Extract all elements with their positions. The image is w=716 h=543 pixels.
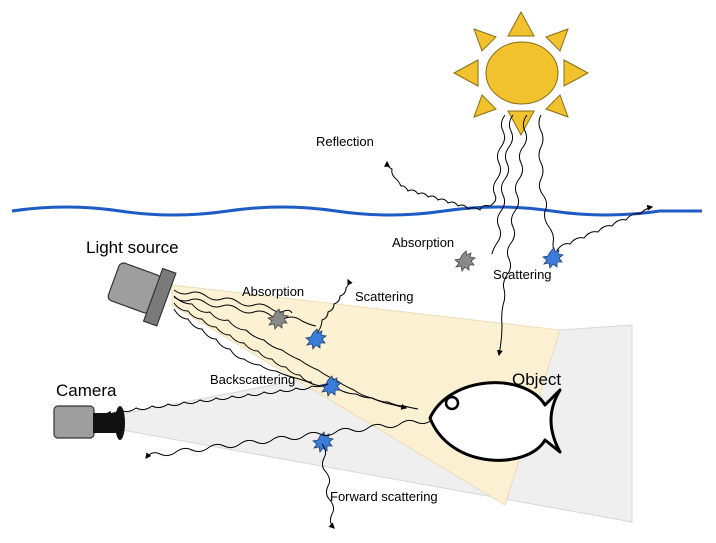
beam-ray-to-object <box>173 295 408 410</box>
lamp-icon <box>107 262 177 327</box>
label-reflection: Reflection <box>316 134 374 149</box>
sun-icon <box>452 10 590 137</box>
ray-reflection <box>384 114 506 211</box>
label-scattering-beam: Scattering <box>355 289 414 304</box>
particle-icon <box>305 328 327 350</box>
water-surface <box>11 205 702 217</box>
ray-to-object <box>496 114 528 357</box>
ray-absorption-water <box>491 114 514 255</box>
particle-icon <box>454 250 476 272</box>
ray-forward-scattering <box>321 443 335 529</box>
beam-ray-scatter <box>173 296 317 327</box>
label-backscattering: Backscattering <box>210 372 295 387</box>
beam-ray-backscatter <box>173 302 313 383</box>
beam-ray-absorption <box>173 289 293 314</box>
ray-scattering-water <box>538 114 556 258</box>
label-forward-scattering: Forward scattering <box>330 489 438 504</box>
particle-icon <box>320 375 342 397</box>
camera-icon <box>53 405 125 440</box>
label-camera: Camera <box>56 381 117 400</box>
ray-backscatter-to-camera <box>104 383 329 417</box>
label-light-source: Light source <box>86 238 179 257</box>
ray-scattered-out <box>555 204 654 253</box>
fish-icon <box>428 381 562 462</box>
particle-icon <box>267 308 289 330</box>
ray-object-to-camera <box>145 419 433 459</box>
label-object: Object <box>512 370 561 389</box>
beam-ray-scattered-up <box>317 278 353 333</box>
particle-icon <box>312 431 334 453</box>
label-absorption-water: Absorption <box>392 235 454 250</box>
label-absorption-beam: Absorption <box>242 284 304 299</box>
label-scattering-water: Scattering <box>493 267 552 282</box>
particle-icon <box>542 247 564 269</box>
